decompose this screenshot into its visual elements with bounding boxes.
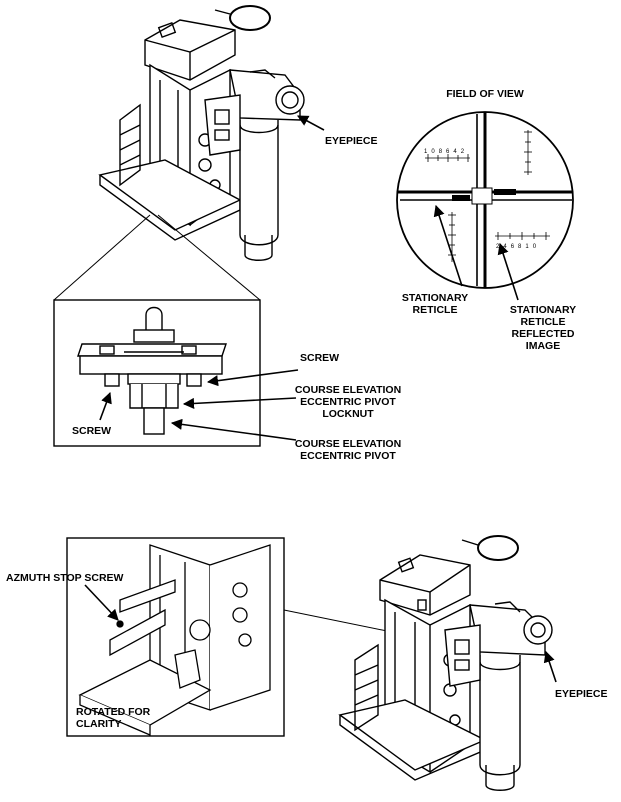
fov-scale-numbers-left: 108642 <box>424 146 468 158</box>
azimuth-screw-arrow <box>84 584 119 621</box>
reflected-image-line: REFLECTED <box>511 328 575 340</box>
fov-num: 10 <box>525 244 541 250</box>
reflected-image-line: RETICLE <box>520 316 566 328</box>
fov-num: 4 <box>503 244 511 250</box>
pivot-assembly-drawing <box>77 306 227 435</box>
screw-left-label: SCREW <box>72 425 112 437</box>
eyepiece-arrow-top <box>297 115 325 131</box>
locknut-line: LOCKNUT <box>322 408 374 420</box>
rotated-note-line: CLARITY <box>76 718 122 730</box>
inset-leader-left <box>53 214 151 301</box>
screw-left-arrow <box>99 391 112 421</box>
azimuth-inset-drawing <box>78 544 271 736</box>
azimuth-stop-screw-label: AZMUTH STOP SCREW <box>6 572 124 584</box>
stationary-reticle-line: STATIONARY <box>401 292 469 304</box>
locknut-label: COURSE ELEVATION ECCENTRIC PIVOT LOCKNUT <box>283 384 413 420</box>
fov-num: 8 <box>438 149 447 155</box>
stationary-reticle-arrow <box>433 204 463 287</box>
fov-num: 2 <box>460 149 469 155</box>
rotated-note-label: ROTATED FOR CLARITY <box>76 706 150 730</box>
eyepiece-arrow-bottom <box>543 650 557 683</box>
fov-num: 10 <box>424 149 439 155</box>
pivot-arrow <box>170 418 297 441</box>
stationary-reticle-label: STATIONARY RETICLE <box>390 292 480 316</box>
locknut-arrow <box>182 397 297 410</box>
eyepiece-label-bottom: EYEPIECE <box>555 688 608 700</box>
reflected-image-line: IMAGE <box>525 340 561 352</box>
inset-leader-right <box>157 214 261 301</box>
reflected-image-label: STATIONARY RETICLE REFLECTED IMAGE <box>493 304 593 352</box>
fov-scale-numbers-right: 246810 <box>496 241 540 253</box>
stationary-reticle-line: RETICLE <box>412 304 458 316</box>
fov-num: 2 <box>496 244 504 250</box>
fov-num: 8 <box>518 244 526 250</box>
pivot-line: COURSE ELEVATION <box>294 438 402 450</box>
locknut-line: ECCENTRIC PIVOT <box>300 396 396 408</box>
field-of-view-title: FIELD OF VIEW <box>446 88 524 100</box>
pivot-label: COURSE ELEVATION ECCENTRIC PIVOT <box>283 438 413 462</box>
fov-num: 6 <box>510 244 519 250</box>
reflected-image-line: STATIONARY <box>509 304 577 316</box>
fov-num: 4 <box>453 149 461 155</box>
azimuth-inset-leader <box>283 609 393 633</box>
rotated-note-line: ROTATED FOR <box>76 706 151 718</box>
field-of-view-circle <box>396 111 574 289</box>
screw-right-arrow <box>206 369 299 387</box>
fov-num: 6 <box>446 149 454 155</box>
eyepiece-label-top: EYEPIECE <box>325 135 378 147</box>
top-instrument-drawing <box>98 5 305 261</box>
bottom-instrument-drawing <box>338 535 553 791</box>
screw-right-label: SCREW <box>300 352 340 364</box>
locknut-line: COURSE ELEVATION <box>294 384 402 396</box>
reflected-image-arrow <box>497 242 519 301</box>
pivot-line: ECCENTRIC PIVOT <box>300 450 396 462</box>
